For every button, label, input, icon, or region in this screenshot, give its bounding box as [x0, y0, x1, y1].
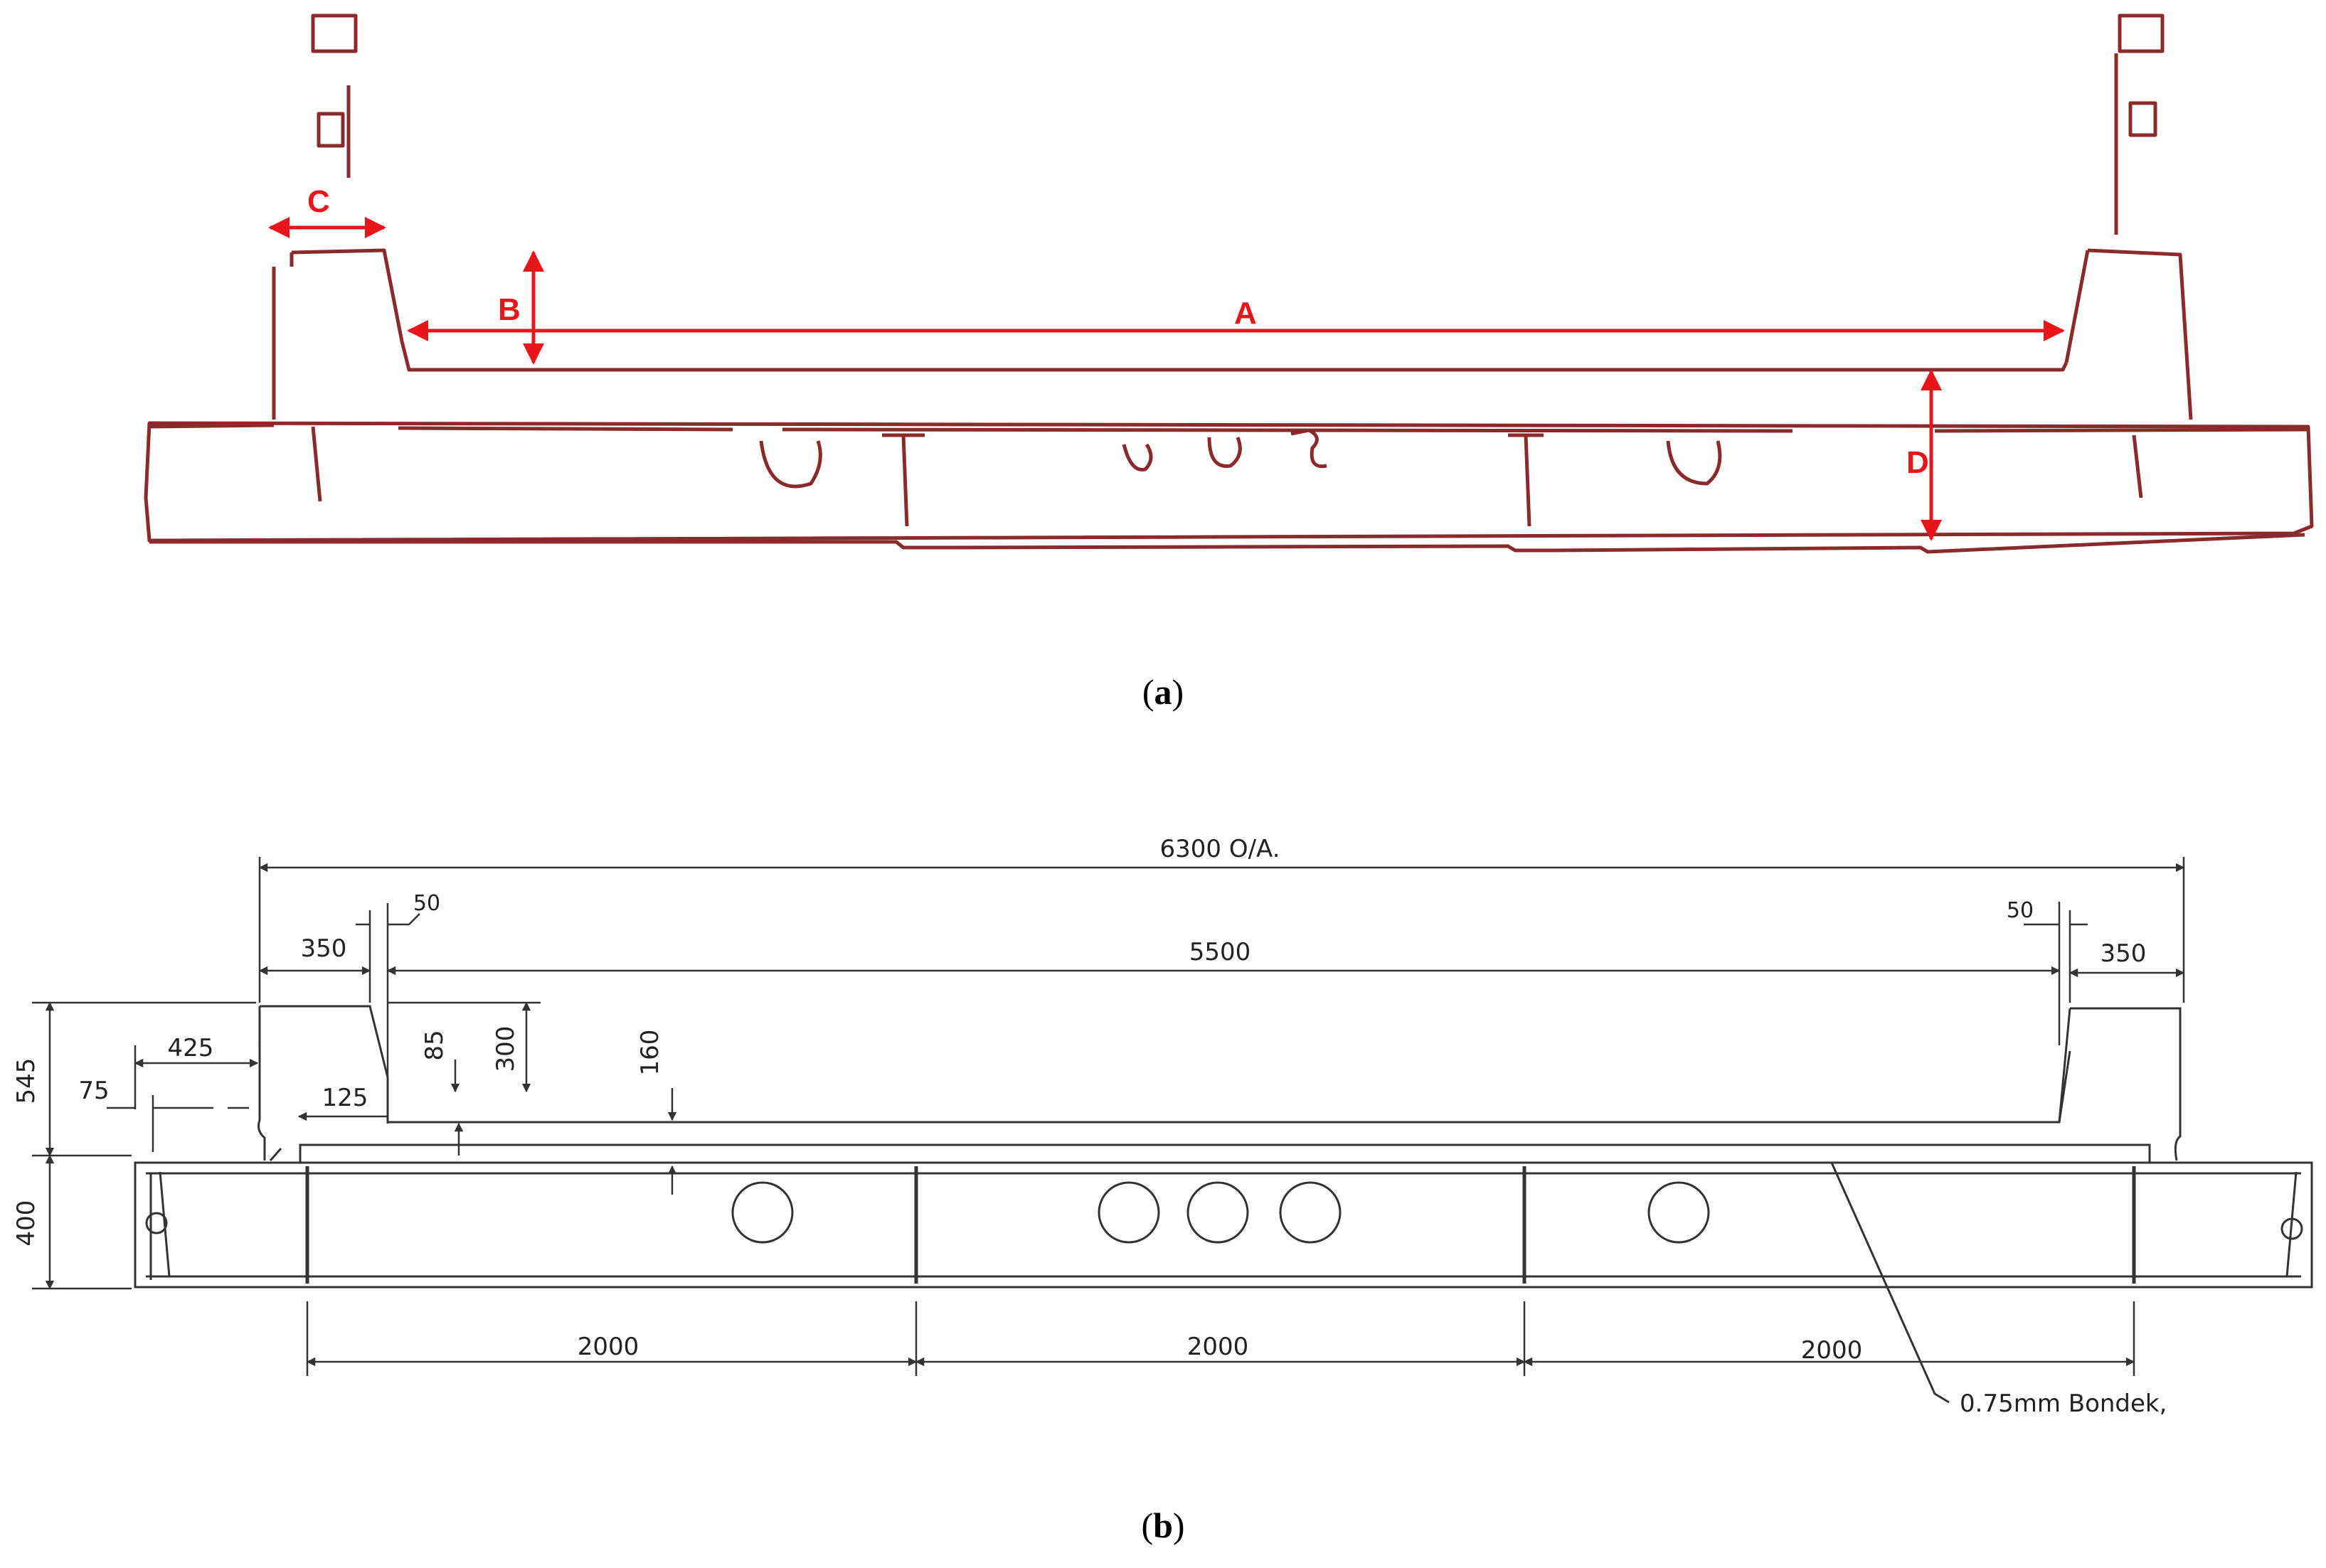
panel-a-labels: C B A D — [307, 184, 1929, 480]
hole-b3 — [1186, 1181, 1249, 1244]
dim-text-5500: 5500 — [1189, 938, 1251, 966]
left-parapet — [272, 248, 404, 420]
caption-b: (b) — [1141, 1505, 1184, 1545]
label-C: C — [307, 184, 330, 219]
panel-a-dimensions — [268, 217, 2065, 541]
label-D: D — [1906, 445, 1929, 480]
hole-1 — [759, 440, 822, 489]
dim-text-6300: 6300 O/A. — [1159, 835, 1280, 863]
hole-b2 — [1098, 1181, 1160, 1244]
stiffener-left — [311, 426, 322, 502]
stiffener-right — [2132, 434, 2143, 498]
hole-b1 — [731, 1181, 794, 1244]
dim-text-350-right: 350 — [2101, 939, 2147, 968]
bondek-leader — [1830, 1162, 1950, 1404]
left-upper-stub — [311, 14, 358, 178]
dim-text-50-right: 50 — [2007, 898, 2034, 923]
beam-top-flange — [149, 423, 2309, 433]
right-parapet-b — [2058, 1007, 2182, 1161]
left-parapet-b — [257, 1006, 282, 1161]
dim-line-75 — [107, 1095, 249, 1152]
hole-3 — [1207, 437, 1242, 468]
hole-b4 — [1279, 1181, 1342, 1244]
dim-text-350-left: 350 — [301, 934, 347, 963]
label-B: B — [498, 292, 521, 327]
right-parapet — [2064, 248, 2193, 420]
main-beam — [144, 421, 2314, 543]
dim-text-300: 300 — [492, 1026, 520, 1072]
dim-text-425: 425 — [168, 1034, 214, 1062]
hole-4 — [1290, 428, 1327, 469]
panel-b-drawing — [134, 1005, 2313, 1404]
dim-text-bay2: 2000 — [1187, 1333, 1249, 1361]
beam-bottom-edge — [149, 533, 2305, 554]
bolt-left — [145, 1212, 168, 1234]
caption-a: (a) — [1142, 672, 1184, 712]
bolt-right — [2280, 1217, 2303, 1240]
end-plate-right — [2285, 1171, 2298, 1277]
deck-slab — [400, 341, 2069, 372]
beam-outline — [134, 1161, 2313, 1289]
panel-a-sketch — [144, 14, 2314, 554]
panel-b-dimension-text: 6300 O/A. 5500 350 350 50 50 545 400 425… — [12, 835, 2167, 1418]
dim-text-400: 400 — [12, 1200, 41, 1247]
stiffener-3 — [1508, 433, 1544, 527]
dim-text-85: 85 — [420, 1030, 449, 1060]
stiffener-2 — [882, 433, 925, 527]
label-A: A — [1234, 296, 1257, 331]
dim-text-bay1: 2000 — [578, 1333, 639, 1361]
end-plate-left — [149, 1171, 171, 1280]
dim-text-545: 545 — [12, 1058, 41, 1104]
hole-5 — [1666, 440, 1722, 486]
bondek-note: 0.75mm Bondek, — [1960, 1390, 2167, 1418]
dim-text-bay3: 2000 — [1801, 1336, 1863, 1365]
deck-slab-b — [260, 1005, 2071, 1124]
dim-line-50-left — [356, 913, 420, 926]
right-upper-stub — [2114, 14, 2165, 235]
dim-text-75: 75 — [78, 1077, 109, 1105]
dim-text-160: 160 — [636, 1030, 664, 1076]
dim-text-125: 125 — [322, 1084, 368, 1112]
hole-b5 — [1647, 1181, 1710, 1244]
panel-b-dimension-lines — [32, 857, 2185, 1376]
bondek-sheet — [299, 1143, 2151, 1164]
dim-text-50-left: 50 — [413, 891, 440, 916]
hole-2 — [1122, 443, 1153, 472]
